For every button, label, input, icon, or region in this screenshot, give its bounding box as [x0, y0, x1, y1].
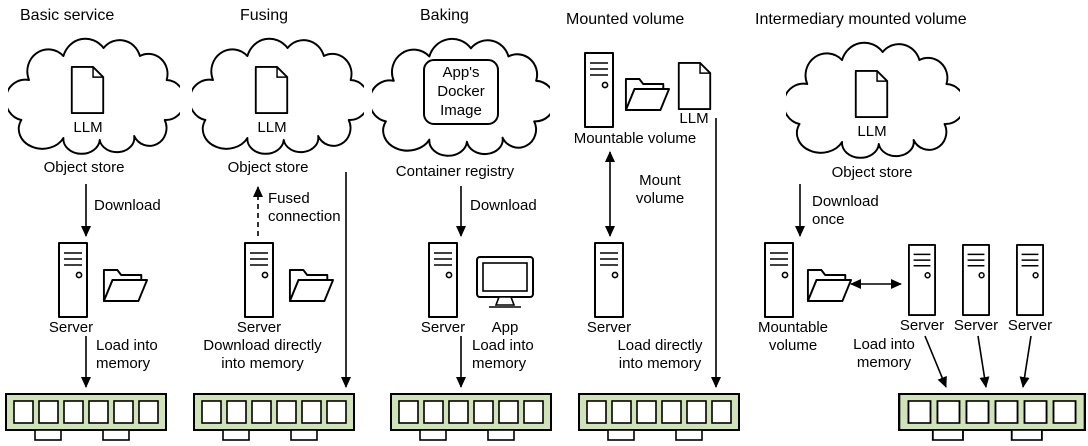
baking-column	[372, 37, 552, 441]
baking-download-label: Download	[470, 197, 537, 214]
server-icon	[584, 52, 614, 128]
server-icon	[428, 242, 458, 318]
basic-server-label: Server	[48, 319, 94, 336]
app-monitor-icon	[476, 256, 534, 308]
memory-module-icon	[898, 393, 1086, 442]
fusing-title: Fusing	[240, 7, 289, 24]
basic-llm-label: LLM	[73, 119, 103, 136]
server-icon	[58, 242, 88, 318]
fusing-object-store-label: Object store	[227, 159, 309, 176]
memory-module-icon	[390, 393, 552, 441]
intermediary-volume-label: Mountable volume	[757, 319, 829, 354]
fusing-server-label: Server	[236, 319, 282, 336]
fused-connection-label: Fused connection	[268, 190, 341, 225]
intermediary-title: Intermediary mounted volume	[755, 11, 967, 28]
mounted-server-label: Server	[586, 319, 632, 336]
docker-image-box	[423, 59, 499, 125]
intermediary-object-store-label: Object store	[831, 164, 913, 181]
folder-icon	[102, 269, 148, 302]
baking-load-label: Load into memory	[472, 337, 534, 372]
intermediary-column	[764, 41, 1086, 442]
mountable-volume-label: Mountable volume	[573, 130, 697, 147]
llm-document-icon	[70, 66, 105, 114]
folder-icon	[288, 269, 334, 302]
baking-server-label: Server	[420, 319, 466, 336]
fusing-column	[192, 37, 364, 441]
llm-document-icon	[254, 66, 289, 114]
mounted-load-direct-label: Load directly into memory	[617, 337, 703, 372]
download-once-label: Download once	[812, 193, 879, 228]
basic-load-label: Load into memory	[96, 337, 158, 372]
intermediary-server2-label: Server	[953, 317, 999, 334]
baking-title: Baking	[420, 7, 469, 24]
mounted-llm-label: LLM	[679, 110, 709, 127]
server-icon	[962, 244, 990, 316]
intermediary-server1-label: Server	[899, 317, 945, 334]
fusing-llm-label: LLM	[257, 119, 287, 136]
memory-module-icon	[578, 393, 740, 441]
server2-load-arrow	[977, 335, 990, 388]
mounted-volume-column	[578, 52, 740, 441]
server-icon	[908, 244, 936, 316]
llm-document-icon	[677, 62, 712, 110]
docker-image-label: App's Docker Image	[437, 64, 485, 119]
folder-icon	[806, 269, 852, 302]
basic-download-label: Download	[94, 197, 161, 214]
folder-icon	[624, 78, 670, 111]
server-icon	[764, 242, 794, 318]
server-icon	[594, 242, 624, 318]
llm-document-icon	[854, 70, 889, 118]
server3-load-arrow	[1019, 335, 1032, 388]
server1-load-arrow	[924, 335, 947, 388]
memory-module-icon	[5, 393, 167, 441]
mounted-title: Mounted volume	[566, 11, 685, 28]
basic-service-column	[5, 37, 180, 441]
server-icon	[1016, 244, 1044, 316]
basic-title: Basic service	[20, 7, 115, 24]
server-icon	[244, 242, 274, 318]
intermediary-server3-label: Server	[1007, 317, 1053, 334]
intermediary-load-label: Load into memory	[853, 336, 915, 371]
basic-object-store-label: Object store	[43, 159, 125, 176]
baking-app-label: App	[491, 319, 519, 336]
fusing-download-direct-label: Download directly into memory	[203, 337, 322, 372]
mount-volume-label: Mount volume	[635, 172, 685, 207]
memory-module-icon	[193, 393, 355, 441]
intermediary-llm-label: LLM	[857, 123, 887, 140]
container-registry-label: Container registry	[395, 163, 515, 180]
